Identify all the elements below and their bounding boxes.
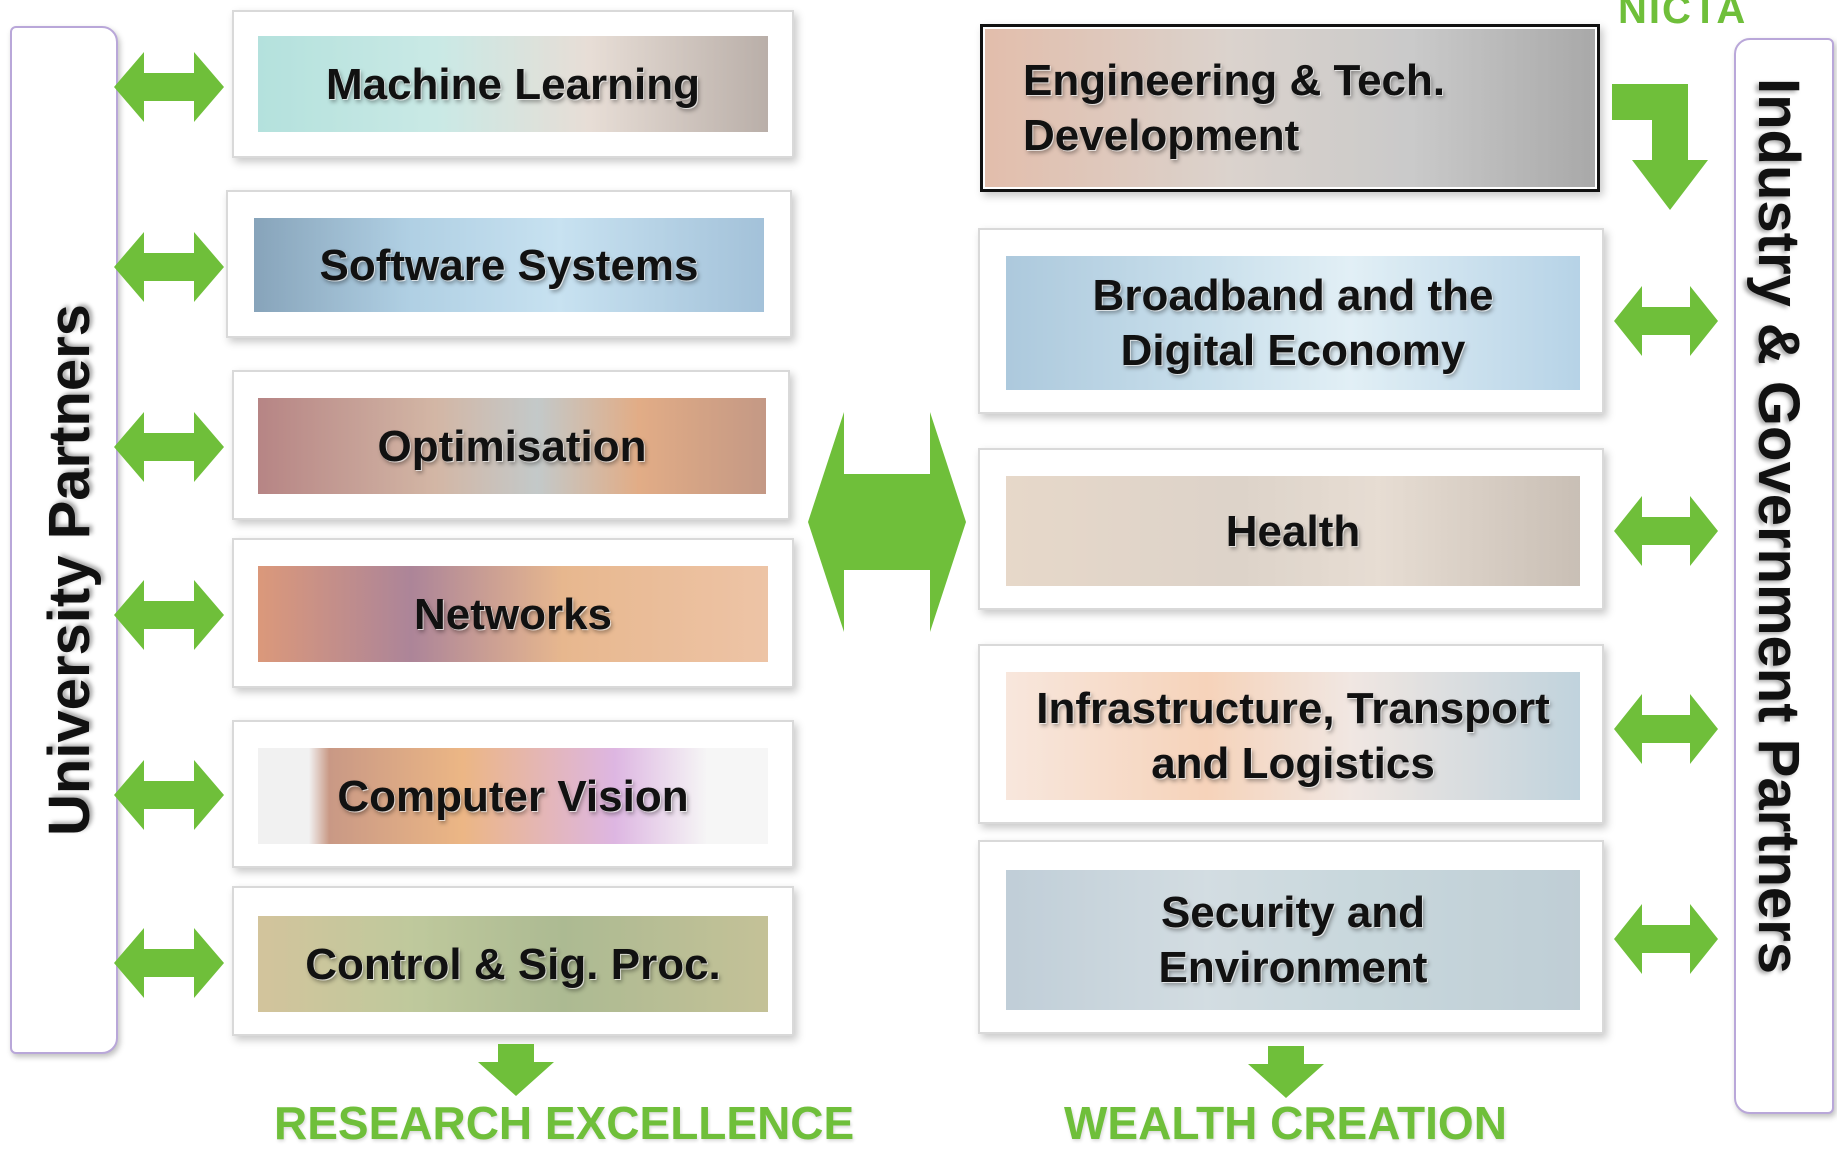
down-arrow-icon: [1248, 1046, 1324, 1098]
impact-area-label: Engineering & Tech. Development: [1023, 56, 1446, 160]
control-signal-processing-image: Control & Sig. Proc.: [258, 916, 768, 1012]
double-arrow-icon: [1614, 496, 1718, 566]
university-partners-panel: [10, 26, 118, 1054]
industry-government-partners-title: Industry & Government Partners: [1746, 78, 1811, 974]
research-area-label: Networks: [413, 589, 613, 639]
impact-area-label: Infrastructure, Transport and Logistics: [1036, 684, 1550, 788]
impact-area-box: Engineering & Tech. Development: [980, 24, 1600, 192]
impact-area-box: Infrastructure, Transport and Logistics: [978, 644, 1604, 824]
optimisation-image: Optimisation: [258, 398, 766, 494]
research-excellence-label: RESEARCH EXCELLENCE: [274, 1097, 855, 1149]
engineering-image: Engineering & Tech. Development: [985, 29, 1595, 187]
bent-down-arrow-icon: [1612, 84, 1708, 210]
research-area-label: Machine Learning: [325, 59, 701, 109]
impact-area-box: Health: [978, 448, 1604, 610]
impact-area-label: Security and Environment: [1158, 888, 1428, 992]
research-area-label: Control & Sig. Proc.: [305, 939, 721, 989]
research-area-box: Networks: [232, 538, 794, 688]
research-area-label: Optimisation: [377, 421, 647, 471]
double-arrow-icon: [114, 232, 224, 302]
wealth-creation-label: WEALTH CREATION: [1064, 1097, 1507, 1149]
health-image: Health: [1006, 476, 1580, 586]
software-systems-image: Software Systems: [254, 218, 764, 312]
networks-image: Networks: [258, 566, 768, 662]
research-area-box: Optimisation: [232, 370, 790, 520]
impact-area-label: Health: [1225, 506, 1361, 556]
research-area-box: Computer Vision: [232, 720, 794, 868]
research-area-box: Machine Learning: [232, 10, 794, 158]
double-arrow-icon: [114, 928, 224, 998]
double-arrow-icon: [114, 580, 224, 650]
double-arrow-icon: [1614, 694, 1718, 764]
university-partners-title: University Partners: [37, 304, 102, 836]
down-arrow-icon: [478, 1044, 554, 1096]
infrastructure-image: Infrastructure, Transport and Logistics: [1006, 672, 1580, 800]
broadband-image: Broadband and the Digital Economy: [1006, 256, 1580, 390]
double-arrow-icon: [114, 52, 224, 122]
nicta-logo-text: NICTA: [1618, 0, 1748, 32]
computer-vision-image: Computer Vision: [258, 748, 768, 844]
industry-government-partners-panel: [1734, 38, 1834, 1114]
double-arrow-icon: [1614, 904, 1718, 974]
research-area-box: Software Systems: [226, 190, 792, 338]
research-area-label: Software Systems: [319, 240, 699, 290]
security-environment-image: Security and Environment: [1006, 870, 1580, 1010]
research-area-label: Computer Vision: [337, 771, 689, 821]
impact-area-box: Broadband and the Digital Economy: [978, 228, 1604, 414]
impact-area-label: Broadband and the Digital Economy: [1092, 271, 1494, 375]
double-arrow-icon: [114, 760, 224, 830]
double-arrow-icon: [1614, 286, 1718, 356]
machine-learning-image: Machine Learning: [258, 36, 768, 132]
impact-area-box: Security and Environment: [978, 840, 1604, 1034]
central-double-arrow-icon: [808, 412, 966, 632]
double-arrow-icon: [114, 412, 224, 482]
research-area-box: Control & Sig. Proc.: [232, 886, 794, 1036]
